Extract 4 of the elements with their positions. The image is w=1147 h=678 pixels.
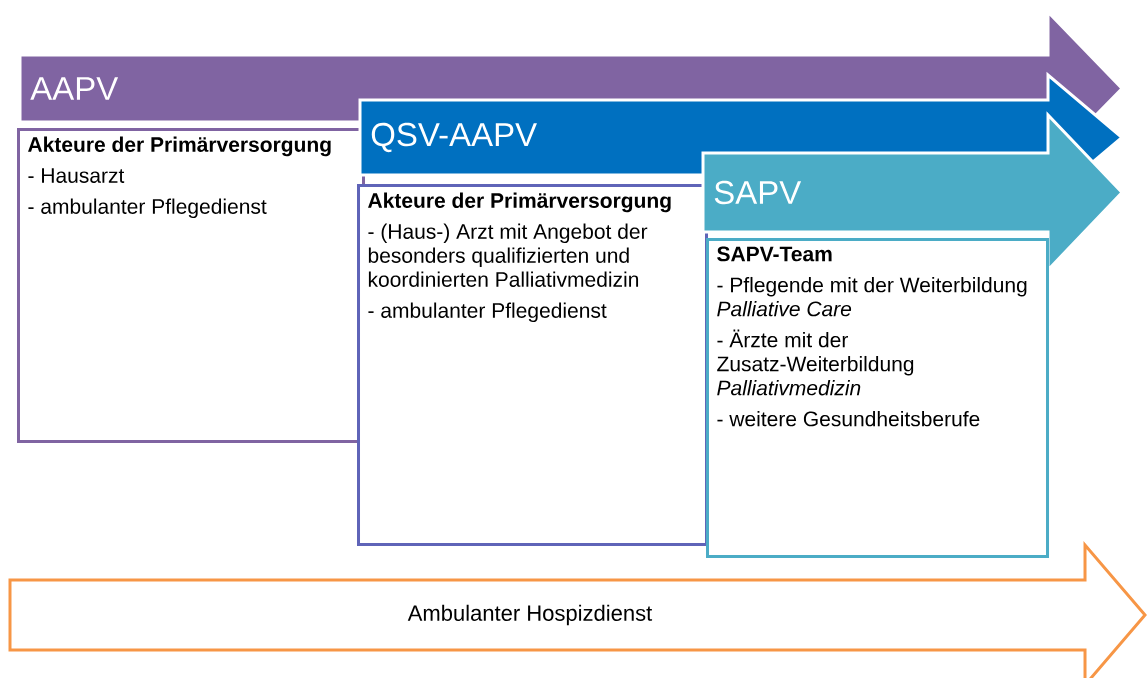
text-box: Akteure der Primärversorgung - (Haus-) Arzt mit Angebot der besonders qualifizierten und koordinierten Palliativmedizin - ambulanter Pflegedienst [357,184,708,546]
text-box: SAPV-Team - Pflegende mit der Weiterbildung Palliative Care - Ärzte mit der Zusatz-Weiterbildung Palliativmedizin - weitere Gesundheitsberufe [706,238,1049,558]
arrow-band: Ambulanter Hospizdienst [8,540,1147,678]
text-box: Akteure der Primärversorgung - Hausarzt - ambulanter Pflegedienst [17,128,365,443]
